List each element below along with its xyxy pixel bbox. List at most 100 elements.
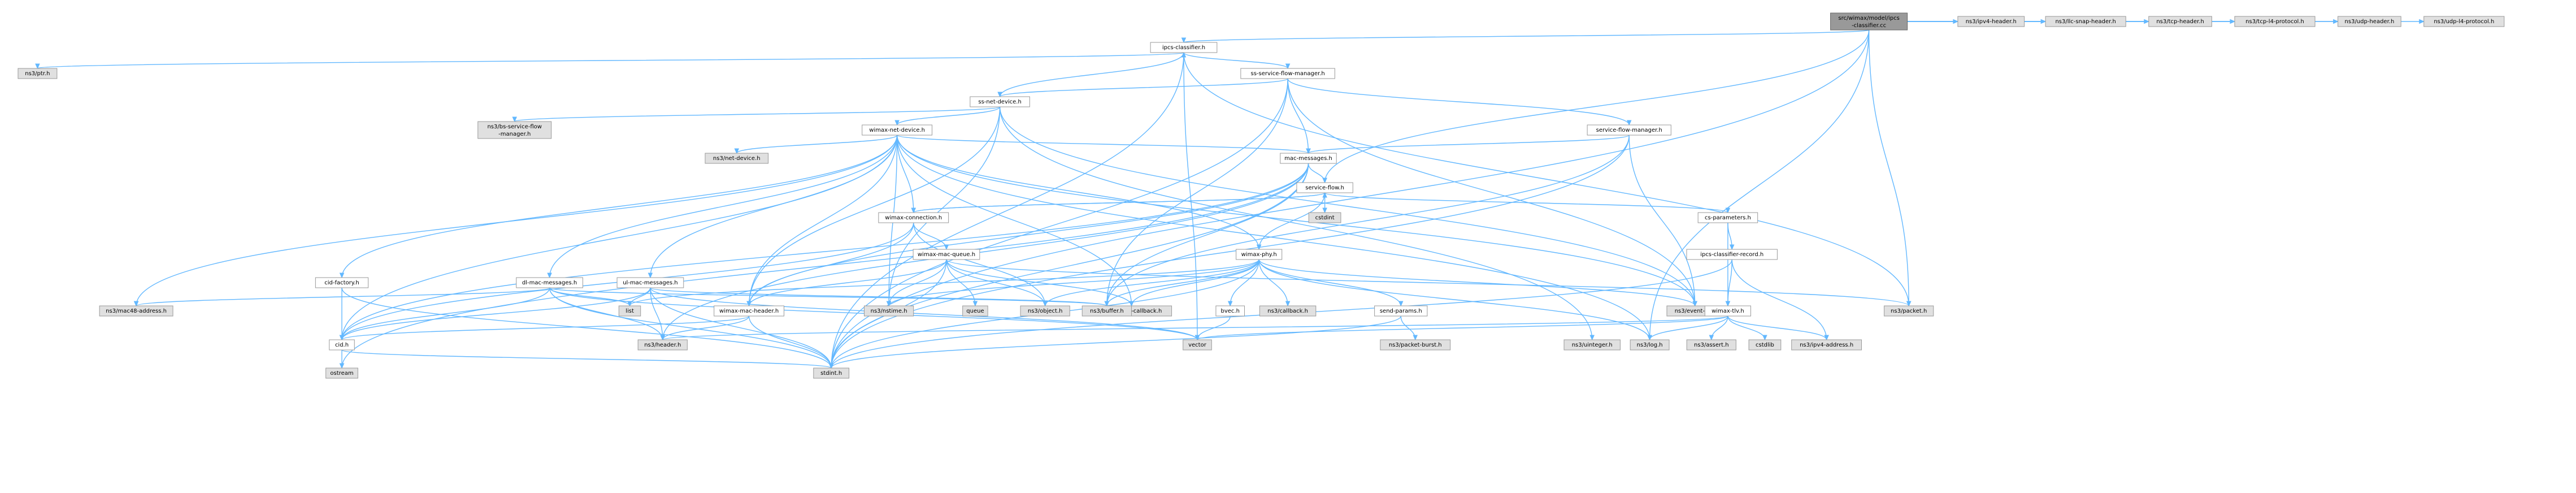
node-wmh[interactable]: wimax-mac-header.h (714, 305, 785, 317)
edge-cid-to-stdint (341, 349, 832, 369)
node-label: ns3/ipv4-address.h (1800, 342, 1853, 348)
node-ipv4h: ns3/ipv4-header.h (1957, 16, 2025, 27)
arrowhead (1042, 301, 1048, 307)
node-box (1380, 339, 1451, 351)
node-mac48: ns3/mac48-address.h (99, 305, 173, 317)
node-label: ns3/bs-service-flow (487, 124, 541, 130)
node-netdev: ns3/net-device.h (705, 153, 769, 164)
edge-wnd-to-wconn (896, 135, 914, 213)
node-ipcs[interactable]: ipcs-classifier.h (1150, 42, 1218, 53)
node-label: wimax-tlv.h (1711, 308, 1744, 314)
node-root[interactable]: src/wimax/model/ipcs-classifier.cc (1830, 12, 1908, 31)
arrowhead (1285, 63, 1291, 70)
edge-wnd-to-cid (341, 135, 898, 340)
node-wconn[interactable]: wimax-connection.h (878, 212, 949, 223)
arrowhead (339, 273, 345, 279)
node-box (1830, 12, 1908, 31)
edge-ipcr-to-wtlv (1727, 259, 1732, 306)
node-ssnd[interactable]: ss-net-device.h (970, 96, 1030, 107)
node-label: list (625, 308, 634, 314)
node-object: ns3/object.h (1020, 305, 1070, 317)
edge-macmsg-to-cid (341, 163, 1309, 340)
edge-macmsg-to-stdint (831, 163, 1309, 369)
edge-wconn-to-object (913, 222, 1046, 306)
node-sendp[interactable]: send-params.h (1374, 305, 1428, 317)
edge-wtlv-to-log (1649, 315, 1728, 340)
edge-wnd-to-cidf (341, 135, 898, 278)
edge-root-to-packet (1868, 29, 1909, 306)
node-box (1686, 249, 1778, 260)
node-sfm[interactable]: service-flow-manager.h (1587, 124, 1671, 136)
edge-wconn-to-wmh (748, 222, 914, 306)
node-buffer: ns3/buffer.h (1081, 305, 1132, 317)
edge-sflow-to-csp (1324, 192, 1728, 213)
node-list: list (618, 305, 641, 317)
edge-wphy-to-object (1044, 259, 1259, 306)
node-label: ns3/ptr.h (25, 71, 50, 77)
edge-ssnd-to-wmh (748, 106, 1001, 306)
node-cidf[interactable]: cid-factory.h (315, 277, 369, 288)
node-label: ss-net-device.h (978, 99, 1021, 105)
edge-ssfm-to-event (1287, 78, 1696, 306)
node-macmsg[interactable]: mac-messages.h (1280, 153, 1337, 164)
node-dlm[interactable]: dl-mac-messages.h (516, 277, 583, 288)
node-label: ns3/assert.h (1694, 342, 1729, 348)
node-tcpl4: ns3/tcp-l4-protocol.h (2234, 16, 2316, 27)
node-label: ns3/net-device.h (713, 155, 761, 162)
node-box (1150, 42, 1218, 53)
arrowhead (1762, 335, 1767, 341)
node-label: wimax-mac-header.h (719, 308, 779, 314)
arrowhead (512, 116, 517, 123)
arrowhead (1306, 148, 1311, 154)
arrowhead (1647, 335, 1652, 341)
edge-wphy-to-event (1258, 259, 1696, 306)
node-box (329, 339, 355, 351)
node-csp[interactable]: cs-parameters.h (1697, 212, 1758, 223)
edge-wnd-to-wphy (896, 135, 1259, 250)
node-wnd[interactable]: wimax-net-device.h (862, 124, 933, 136)
node-label: dl-mac-messages.h (522, 280, 577, 286)
node-ssfm[interactable]: ss-service-flow-manager.h (1240, 68, 1335, 79)
node-box (18, 68, 58, 79)
edge-wtlv-to-ipv4a (1727, 315, 1827, 340)
node-label: service-flow.h (1305, 185, 1344, 191)
edge-ssnd-to-wnd (896, 106, 1001, 126)
node-label: cstdlib (1756, 342, 1774, 348)
node-sflow[interactable]: service-flow.h (1296, 182, 1353, 193)
edge-ipcs-to-packet (1183, 52, 1909, 306)
node-label: cid-factory.h (324, 280, 359, 286)
node-label: cid.h (335, 342, 349, 348)
arrowhead (734, 148, 740, 154)
node-label: ss-service-flow-manager.h (1251, 71, 1325, 77)
arrowhead (1194, 335, 1200, 341)
node-callback: ns3/callback.h (1259, 305, 1317, 317)
node-wmq[interactable]: wimax-mac-queue.h (913, 249, 980, 260)
node-label: cstdint (1315, 215, 1335, 221)
edge-ipcs-to-stdint (831, 52, 1184, 369)
edge-ipcr-to-ipv4a (1731, 259, 1827, 340)
edge-wphy-to-log (1258, 259, 1650, 340)
node-cid[interactable]: cid.h (329, 339, 355, 351)
node-box (1791, 339, 1862, 351)
edge-root-to-ipcs (1183, 29, 1870, 43)
node-ulm[interactable]: ul-mac-messages.h (616, 277, 684, 288)
node-label: ns3/header.h (644, 342, 681, 348)
node-box (1081, 305, 1132, 317)
arrowhead (1104, 301, 1110, 307)
node-wtlv[interactable]: wimax-tlv.h (1704, 305, 1751, 317)
node-label: ipcs-classifier-record.h (1700, 252, 1763, 258)
node-box (325, 367, 358, 379)
node-box (1236, 249, 1283, 260)
node-box (970, 96, 1030, 107)
node-tcph: ns3/tcp-header.h (2148, 16, 2212, 27)
node-bvec[interactable]: bvec.h (1215, 305, 1245, 317)
node-label: send-params.h (1380, 308, 1422, 314)
node-label: wimax-connection.h (885, 215, 942, 221)
node-wphy[interactable]: wimax-phy.h (1236, 249, 1283, 260)
arrowhead (1589, 335, 1595, 341)
edge-root-to-stdint (831, 29, 1870, 369)
arrowhead (35, 63, 40, 70)
node-label: ns3/log.h (1637, 342, 1663, 348)
node-pburst: ns3/packet-burst.h (1380, 339, 1451, 351)
node-ipcr[interactable]: ipcs-classifier-record.h (1686, 249, 1778, 260)
